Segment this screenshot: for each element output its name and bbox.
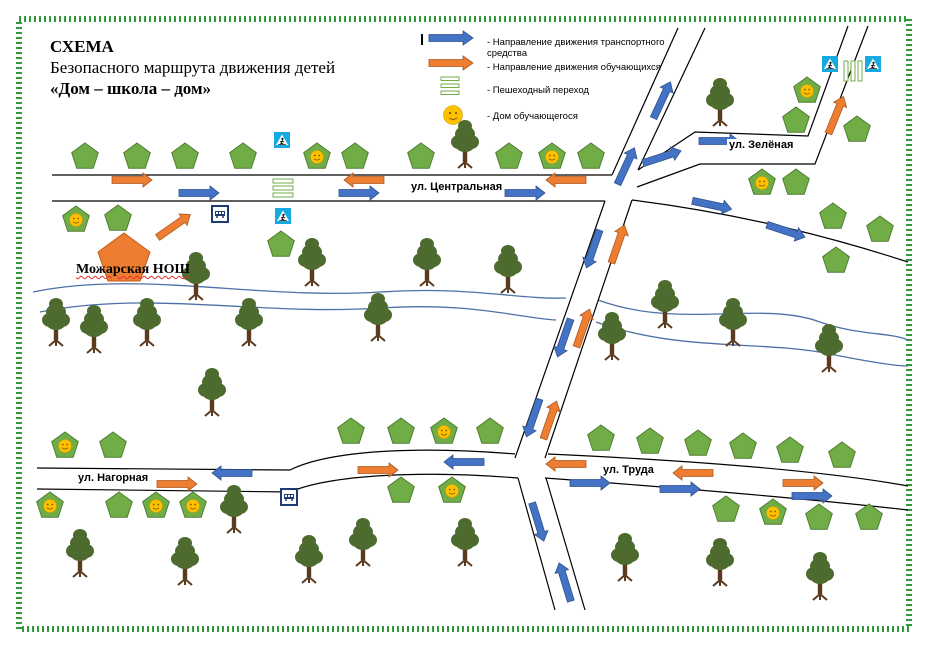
street-label-truda: ул. Труда bbox=[601, 464, 656, 476]
legend bbox=[421, 30, 474, 125]
legend-home-label: - Дом обучающегося bbox=[487, 111, 578, 122]
street-label-central: ул. Центральная bbox=[409, 181, 505, 193]
title-line-2: Безопасного маршрута движения детей bbox=[50, 58, 336, 77]
legend-students-label: - Направление движения обучающихся bbox=[487, 62, 661, 73]
river-lower-left bbox=[39, 302, 557, 321]
school-label: Можарская НОШ bbox=[76, 262, 190, 277]
street-label-zelenaya: ул. Зелёная bbox=[727, 139, 796, 151]
street-label-nagornaya: ул. Нагорная bbox=[76, 472, 151, 484]
legend-transport-label: - Направление движения транспортного сре… bbox=[487, 37, 665, 59]
title-block: СХЕМА Безопасного маршрута движения дете… bbox=[50, 36, 335, 99]
map-border bbox=[16, 16, 912, 632]
legend-crossing-label: - Пешеходный переход bbox=[487, 85, 589, 96]
smiley-icon bbox=[443, 105, 463, 125]
river-upper-right bbox=[597, 299, 909, 341]
title-line-3: «Дом – школа – дом» bbox=[50, 79, 212, 98]
river-upper-left bbox=[32, 283, 567, 299]
school-building bbox=[97, 232, 151, 282]
title-line-1: СХЕМА bbox=[50, 37, 114, 56]
river-lower-right bbox=[595, 321, 909, 367]
